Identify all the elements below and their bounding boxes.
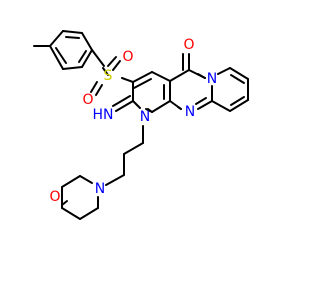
molecule-diagram: S O O O HN N N N N O bbox=[0, 0, 300, 300]
bond bbox=[90, 81, 98, 93]
sulfonyl-oxygen-label-2: O bbox=[82, 92, 93, 108]
bond bbox=[61, 175, 81, 188]
bond bbox=[229, 67, 249, 80]
bond bbox=[95, 84, 103, 96]
bond bbox=[78, 50, 87, 63]
sulfonyl-oxygen-label-1: O bbox=[122, 49, 133, 65]
carbonyl-oxygen-label: O bbox=[183, 37, 194, 53]
bond bbox=[61, 207, 81, 220]
bond bbox=[112, 95, 131, 107]
bond bbox=[147, 108, 153, 113]
bond bbox=[230, 96, 245, 106]
bond bbox=[81, 32, 93, 51]
imino-nitrogen-label: HN bbox=[93, 107, 114, 123]
heteroatom-bond-stubs bbox=[61, 56, 206, 206]
ring-nitrogen-label-3: N bbox=[185, 104, 195, 120]
bond bbox=[195, 97, 207, 105]
bond bbox=[81, 49, 93, 68]
bond bbox=[61, 200, 68, 206]
ring-nitrogen-label-1: N bbox=[140, 109, 150, 125]
bond bbox=[91, 49, 105, 67]
bond bbox=[211, 100, 231, 112]
bond bbox=[229, 99, 249, 112]
morpholine-oxygen-label: O bbox=[49, 189, 60, 205]
bond bbox=[151, 71, 171, 82]
bond bbox=[197, 100, 213, 110]
bond bbox=[121, 77, 134, 83]
bond bbox=[79, 207, 99, 220]
bond bbox=[49, 30, 64, 47]
bond bbox=[169, 69, 190, 82]
bond bbox=[151, 100, 171, 113]
atom-labels: S O O O HN N N N N O bbox=[49, 37, 217, 205]
bond bbox=[115, 100, 134, 112]
bond bbox=[107, 56, 117, 67]
bond bbox=[62, 30, 83, 34]
bond bbox=[133, 78, 152, 89]
bond bbox=[112, 60, 121, 71]
background bbox=[0, 0, 300, 300]
bond bbox=[123, 142, 144, 155]
bond bbox=[55, 47, 67, 64]
bond bbox=[132, 71, 153, 83]
structure-canvas: S O O O HN N N N N O bbox=[0, 0, 300, 300]
bond bbox=[197, 73, 206, 79]
bond-lines bbox=[33, 30, 249, 220]
bond bbox=[230, 74, 245, 84]
ring-nitrogen-label-2: N bbox=[207, 71, 217, 87]
bond bbox=[105, 174, 125, 186]
bond bbox=[132, 100, 141, 109]
bond bbox=[62, 66, 83, 70]
bond bbox=[65, 36, 80, 39]
morpholine-nitrogen-label: N bbox=[95, 181, 105, 197]
sulfur-atom-label: S bbox=[104, 68, 113, 84]
bond bbox=[177, 106, 182, 110]
bond bbox=[79, 175, 93, 184]
bond bbox=[102, 67, 109, 76]
bond bbox=[49, 45, 64, 70]
bond bbox=[217, 67, 231, 75]
